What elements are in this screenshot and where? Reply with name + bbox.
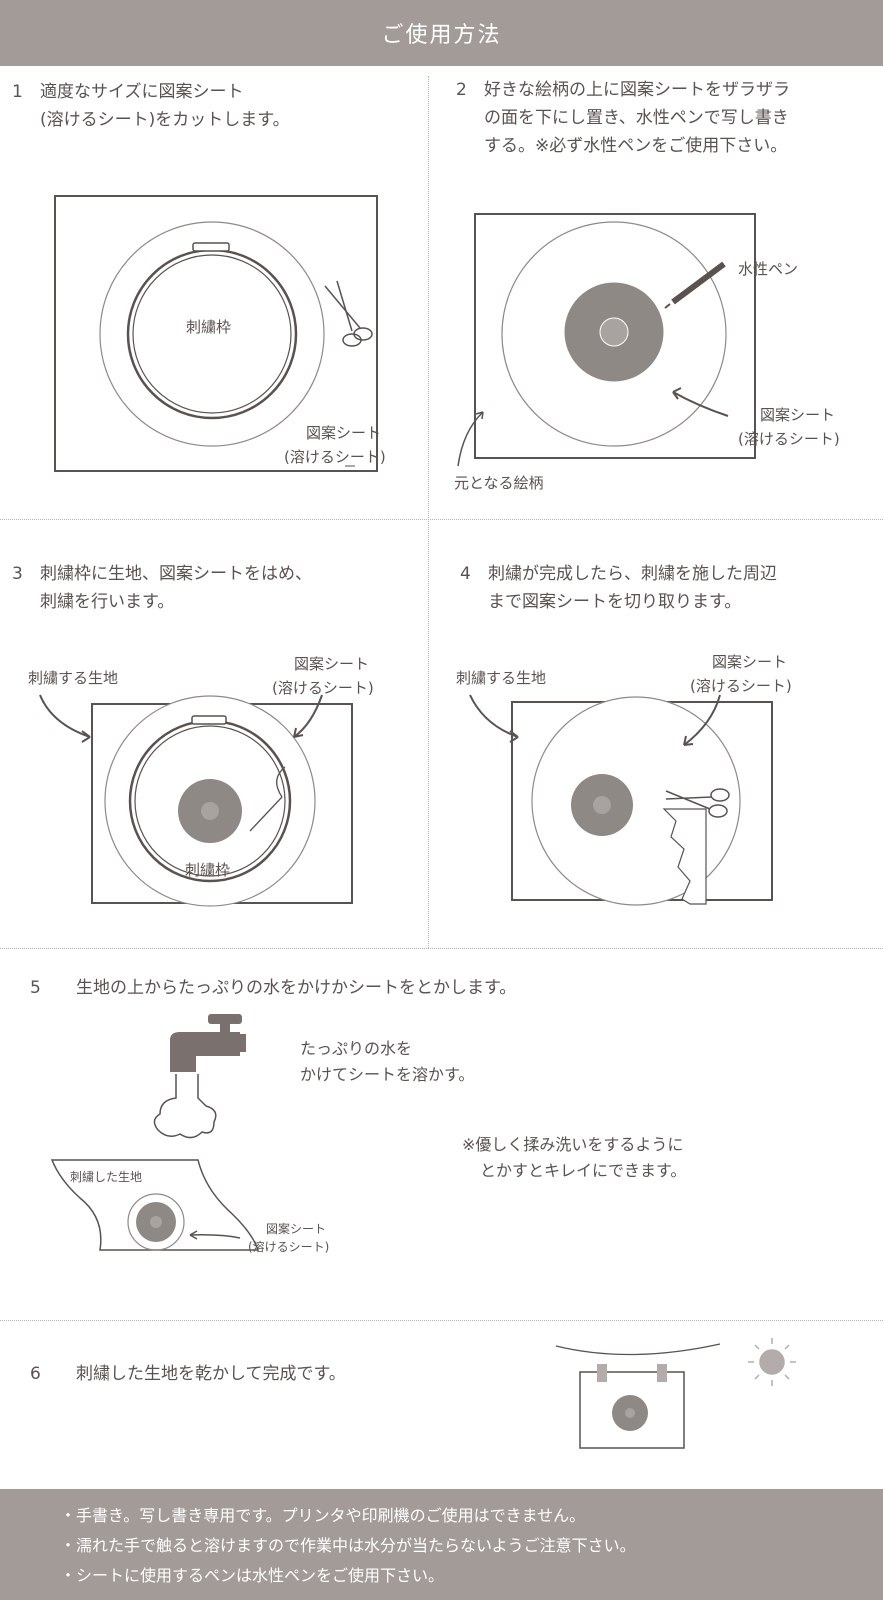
divider bbox=[0, 519, 883, 520]
note-item: ・手書き。写し書き専用です。プリンタや印刷機のご使用はできません。 bbox=[60, 1506, 586, 1525]
note-item: ・濡れた手で触ると溶けますので作業中は水分が当たらないようご注意下さい。 bbox=[60, 1536, 636, 1555]
note-item: ・シートに使用するペンは水性ペンをご使用下さい。 bbox=[60, 1566, 445, 1585]
scissors-icon bbox=[665, 788, 730, 818]
flower-icon bbox=[136, 1202, 176, 1242]
sheet-sub-label: (溶けるシート) bbox=[272, 679, 374, 697]
hoop-label: 刺繍枠 bbox=[185, 861, 231, 879]
sheet-label: 図案シート bbox=[266, 1222, 327, 1236]
pen-icon bbox=[664, 261, 726, 309]
flower-icon bbox=[612, 1395, 648, 1431]
flower-icon bbox=[563, 281, 665, 383]
needle-icon bbox=[249, 766, 286, 832]
step-1-illustration bbox=[54, 195, 378, 472]
sun-icon bbox=[748, 1338, 796, 1386]
sheet-label: 図案シート bbox=[712, 653, 788, 671]
washing-note: ※優しく揉み洗いをするように とかすとキレイにできます。 bbox=[462, 1135, 687, 1180]
sheet-label: 図案シート bbox=[294, 655, 370, 673]
flower-icon bbox=[178, 779, 242, 843]
original-pattern-label: 元となる絵柄 bbox=[454, 474, 544, 492]
faucet-icon bbox=[170, 1014, 246, 1072]
pen-label: 水性ペン bbox=[738, 260, 799, 278]
sheet-sub-label: (溶けるシート) bbox=[690, 677, 792, 695]
footer-notes: ・手書き。写し書き専用です。プリンタや印刷機のご使用はできません。 ・濡れた手で… bbox=[0, 1489, 883, 1600]
scissors-icon bbox=[324, 280, 373, 347]
step-2-illustration bbox=[457, 213, 756, 467]
divider bbox=[428, 76, 429, 948]
sheet-sub-label: (溶けるシート) bbox=[284, 448, 386, 466]
step-5-illustration bbox=[50, 1014, 260, 1251]
step-3-illustration bbox=[39, 694, 353, 907]
divider bbox=[0, 948, 883, 949]
embroidered-fabric-label: 刺繍した生地 bbox=[70, 1170, 143, 1184]
divider bbox=[0, 1320, 883, 1321]
water-icon bbox=[153, 1074, 217, 1139]
fabric-label: 刺繍する生地 bbox=[456, 669, 547, 687]
fabric-label: 刺繍する生地 bbox=[28, 669, 119, 687]
sheet-label: 図案シート bbox=[306, 424, 382, 442]
hoop-label: 刺繍枠 bbox=[186, 318, 232, 336]
sheet-label: 図案シート bbox=[760, 406, 836, 424]
water-instruction: たっぷりの水を かけてシートを溶かす。 bbox=[300, 1039, 475, 1084]
step-6-illustration bbox=[555, 1338, 796, 1449]
flower-icon bbox=[571, 774, 633, 836]
step-4-illustration bbox=[469, 694, 773, 906]
sheet-sub-label: (溶けるシート) bbox=[738, 430, 840, 448]
page-title: ご使用方法 bbox=[0, 0, 883, 66]
sheet-sub-label: (溶けるシート) bbox=[248, 1240, 330, 1254]
